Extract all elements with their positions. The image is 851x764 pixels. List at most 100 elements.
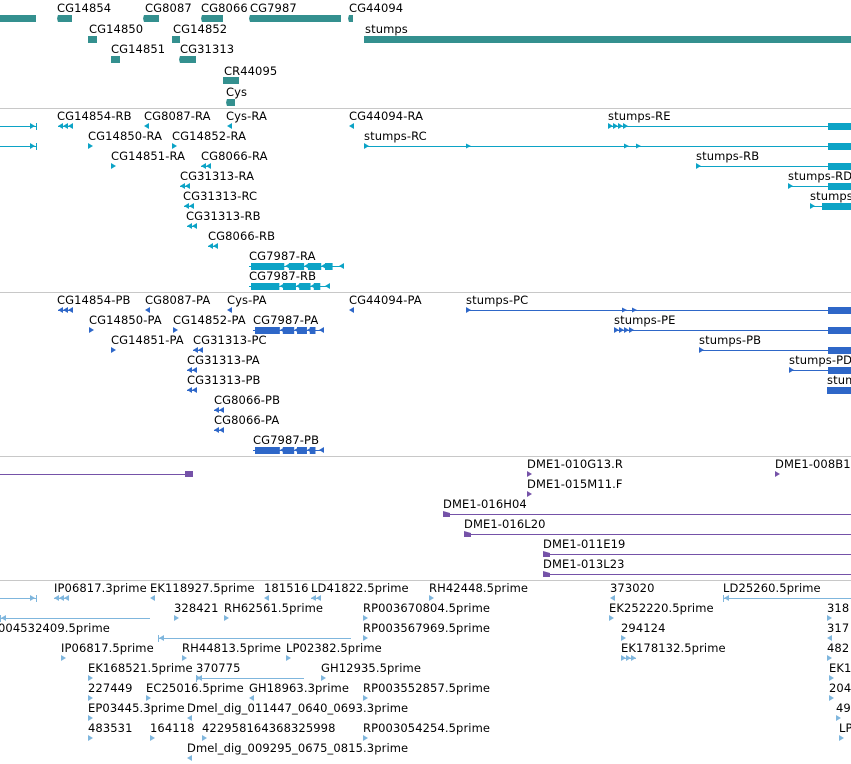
feature-glyph[interactable] bbox=[321, 675, 326, 681]
feature-glyph[interactable] bbox=[608, 123, 851, 130]
feature-glyph[interactable] bbox=[227, 307, 232, 313]
feature-glyph[interactable] bbox=[609, 615, 614, 621]
feature-label[interactable]: CG31313-PA bbox=[187, 353, 260, 367]
feature-glyph[interactable] bbox=[610, 595, 615, 601]
feature-glyph[interactable] bbox=[88, 695, 93, 701]
feature-glyph[interactable] bbox=[89, 327, 94, 333]
feature-glyph[interactable] bbox=[827, 655, 832, 661]
feature-label[interactable]: CG14852-RA bbox=[172, 129, 247, 143]
feature-glyph[interactable] bbox=[111, 163, 116, 169]
feature-label[interactable]: CG14850 bbox=[89, 22, 144, 36]
feature-label[interactable]: CG8087-PA bbox=[145, 293, 211, 307]
feature-glyph[interactable] bbox=[829, 675, 834, 681]
feature-glyph[interactable] bbox=[0, 595, 37, 602]
feature-glyph[interactable] bbox=[58, 307, 73, 313]
feature-label[interactable]: CG44094 bbox=[349, 1, 404, 15]
feature-glyph[interactable] bbox=[249, 15, 341, 22]
feature-label[interactable]: CG31313 bbox=[180, 42, 235, 56]
feature-label[interactable]: CG8066-PB bbox=[214, 393, 281, 407]
feature-label[interactable]: EK252220.5prime bbox=[609, 601, 714, 615]
feature-label[interactable]: RP003670804.5prime bbox=[363, 601, 491, 615]
feature-label[interactable]: CG7987 bbox=[250, 1, 297, 15]
feature-label[interactable]: Cys-PA bbox=[227, 293, 267, 307]
feature-glyph[interactable] bbox=[88, 36, 97, 43]
feature-glyph[interactable] bbox=[349, 123, 354, 129]
feature-label[interactable]: stumps-PD bbox=[789, 353, 851, 367]
feature-label[interactable]: DME1-010G13.R bbox=[527, 457, 623, 471]
feature-label[interactable]: 204 bbox=[829, 681, 851, 695]
feature-glyph[interactable] bbox=[836, 715, 841, 721]
feature-glyph[interactable] bbox=[829, 695, 834, 701]
feature-glyph[interactable] bbox=[789, 367, 851, 374]
feature-glyph[interactable] bbox=[150, 735, 155, 741]
feature-label[interactable]: CG7987-PA bbox=[253, 313, 319, 327]
feature-label[interactable]: CG14852-PA bbox=[173, 313, 246, 327]
feature-glyph[interactable] bbox=[253, 447, 324, 454]
feature-label[interactable]: stumps-PB bbox=[699, 333, 762, 347]
feature-glyph[interactable] bbox=[180, 183, 190, 189]
feature-glyph[interactable] bbox=[775, 471, 780, 477]
feature-label[interactable]: stumps-PE bbox=[614, 313, 676, 327]
feature-glyph[interactable] bbox=[54, 595, 69, 601]
feature-glyph[interactable] bbox=[214, 427, 224, 433]
feature-glyph[interactable] bbox=[88, 675, 93, 681]
feature-glyph[interactable] bbox=[788, 183, 851, 190]
feature-label[interactable]: CG14854 bbox=[57, 1, 112, 15]
feature-label[interactable]: 49 bbox=[836, 701, 851, 715]
feature-label[interactable]: GH12935.5prime bbox=[321, 661, 422, 675]
feature-glyph[interactable] bbox=[249, 283, 330, 290]
feature-label[interactable]: stumps bbox=[365, 22, 408, 36]
feature-glyph[interactable] bbox=[202, 735, 207, 741]
feature-glyph[interactable] bbox=[184, 203, 194, 209]
feature-label[interactable]: EC25016.5prime bbox=[146, 681, 244, 695]
feature-label[interactable]: GH18963.3prime bbox=[249, 681, 350, 695]
feature-label[interactable]: CG14851-PA bbox=[111, 333, 184, 347]
feature-label[interactable]: 294124 bbox=[621, 621, 666, 635]
feature-label[interactable]: CG44094-PA bbox=[349, 293, 422, 307]
feature-label[interactable]: CG31313-RC bbox=[183, 189, 258, 203]
feature-glyph[interactable] bbox=[187, 223, 197, 229]
feature-glyph[interactable] bbox=[0, 471, 193, 477]
feature-label[interactable]: RH42448.5prime bbox=[429, 581, 529, 595]
feature-label[interactable]: 164118 bbox=[150, 721, 195, 735]
feature-label[interactable]: Dmel_dig_009295_0675_0815.3prime bbox=[187, 741, 409, 755]
feature-label[interactable]: RP003567969.5prime bbox=[363, 621, 491, 635]
feature-label[interactable]: stumps-PC bbox=[466, 293, 529, 307]
feature-glyph[interactable] bbox=[543, 551, 851, 557]
feature-label[interactable]: EK178132.5prime bbox=[621, 641, 726, 655]
feature-label[interactable]: 373020 bbox=[610, 581, 655, 595]
feature-label[interactable]: 483531 bbox=[88, 721, 133, 735]
feature-label[interactable]: CG14851 bbox=[111, 42, 166, 56]
feature-glyph[interactable] bbox=[0, 615, 150, 622]
feature-label[interactable]: CG14854-RB bbox=[57, 109, 132, 123]
feature-label[interactable]: 317 bbox=[827, 621, 850, 635]
feature-glyph[interactable] bbox=[349, 307, 354, 313]
feature-glyph[interactable] bbox=[839, 735, 844, 741]
feature-label[interactable]: CG8087-RA bbox=[144, 109, 211, 123]
feature-glyph[interactable] bbox=[111, 56, 120, 63]
feature-label[interactable]: CG7987-RA bbox=[249, 249, 316, 263]
feature-glyph[interactable] bbox=[543, 571, 851, 577]
feature-glyph[interactable] bbox=[88, 735, 93, 741]
feature-label[interactable]: DME1-015M11.F bbox=[527, 477, 623, 491]
feature-glyph[interactable] bbox=[144, 123, 149, 129]
feature-label[interactable]: stumps-RD bbox=[788, 169, 851, 183]
feature-glyph[interactable] bbox=[0, 15, 36, 22]
feature-glyph[interactable] bbox=[0, 123, 37, 130]
feature-label[interactable]: DME1-016H04 bbox=[443, 497, 527, 511]
feature-label[interactable]: EP03445.3prime bbox=[88, 701, 185, 715]
feature-label[interactable]: RP003552857.5prime bbox=[363, 681, 491, 695]
feature-glyph[interactable] bbox=[182, 655, 187, 661]
feature-label[interactable]: IP06817.3prime bbox=[54, 581, 147, 595]
feature-label[interactable]: stumps-RB bbox=[696, 149, 760, 163]
feature-glyph[interactable] bbox=[174, 615, 179, 621]
feature-label[interactable]: CG31313-RB bbox=[186, 209, 261, 223]
feature-glyph[interactable] bbox=[810, 203, 851, 210]
feature-glyph[interactable] bbox=[443, 511, 851, 517]
feature-label[interactable]: LD25260.5prime bbox=[723, 581, 821, 595]
feature-glyph[interactable] bbox=[145, 307, 150, 313]
feature-label[interactable]: DME1-011E19 bbox=[543, 537, 626, 551]
